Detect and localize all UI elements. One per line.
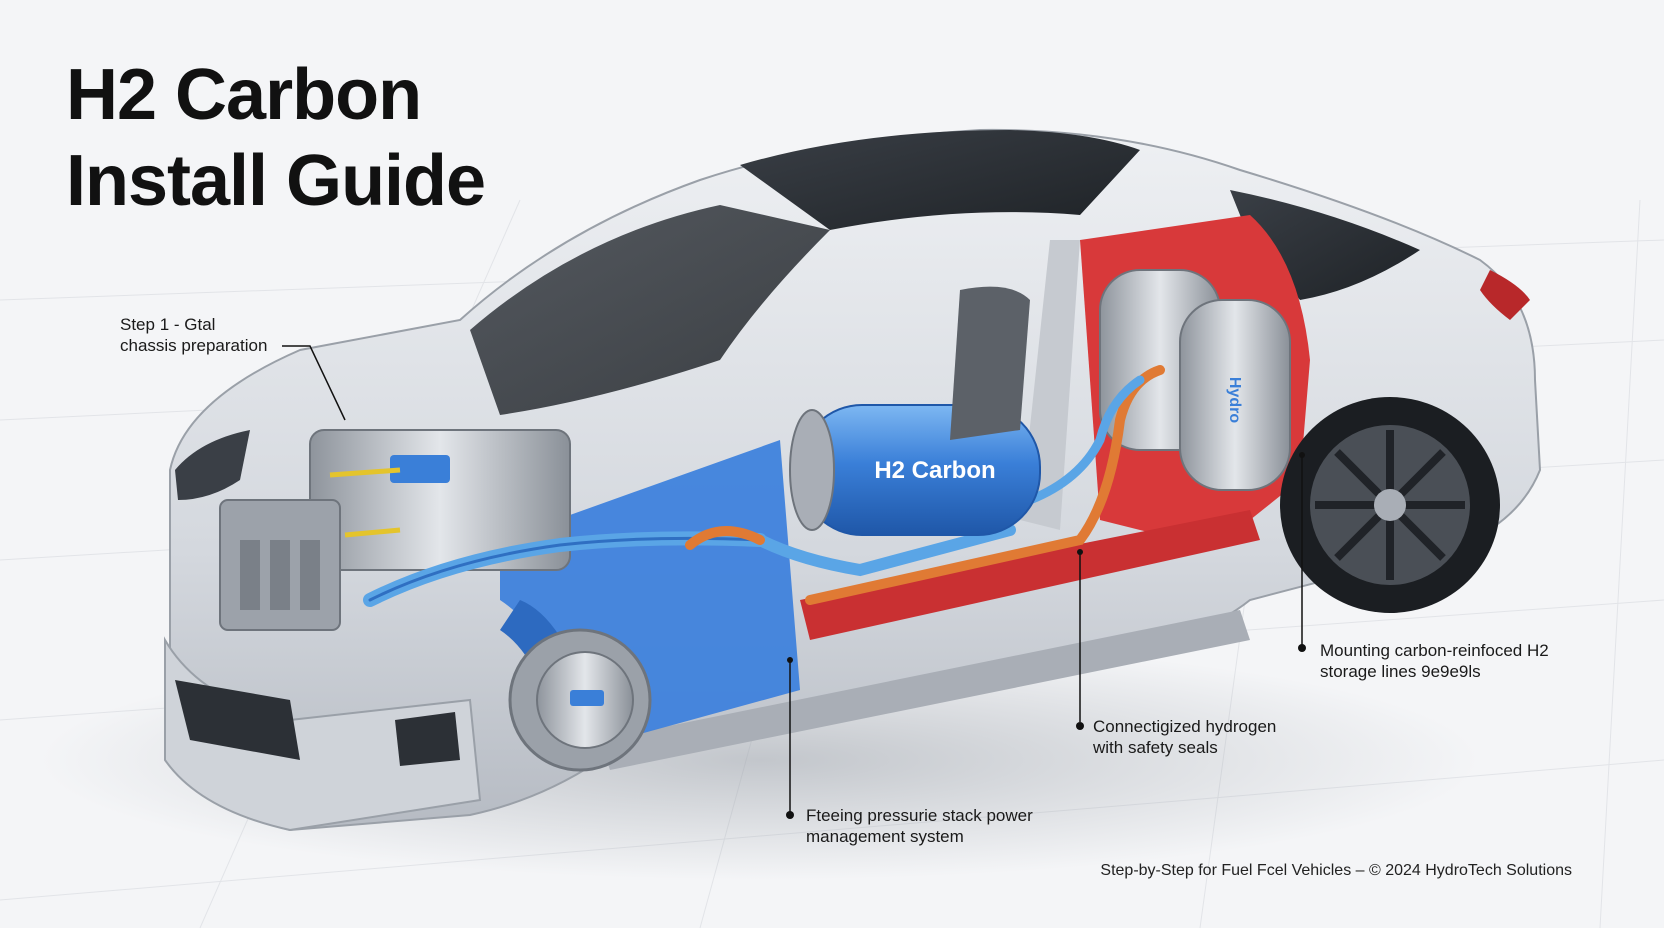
callout-power-management-line-1: Fteeing pressurie stack power — [806, 806, 1033, 825]
driver-seat — [950, 286, 1030, 440]
callout-hydrogen-seals-line-1: Connectigized hydrogen — [1093, 717, 1277, 736]
tank-label: H2 Carbon — [874, 457, 995, 484]
callout-hydrogen-seals-line-2: with safety seals — [1093, 738, 1218, 757]
fuel-cell-stack — [219, 429, 571, 631]
front-motor-hub — [508, 628, 652, 772]
callout-storage-lines-line-2: storage lines 9e9e9ls — [1320, 662, 1481, 681]
callout-leaders — [282, 345, 1303, 815]
rear-tank-label: Hydro — [1226, 377, 1243, 423]
callout-step-1-line-2: chassis preparation — [120, 336, 268, 355]
rear-hydrogen-tanks: Hydro — [1099, 269, 1291, 491]
rear-wheel — [1280, 397, 1500, 613]
title-line-1: H2 Carbon — [66, 55, 422, 135]
callout-step-1-line-1: Step 1 - Gtal — [120, 315, 216, 334]
footer-credit: Step-by-Step for Fuel Fcel Vehicles – © … — [1100, 862, 1572, 879]
page-title: H2 Carbon Install Guide — [66, 52, 486, 224]
title-line-2: Install Guide — [66, 141, 486, 221]
callout-dots — [786, 452, 1306, 819]
callout-hydrogen-seals: Connectigized hydrogen with safety seals — [1093, 716, 1276, 758]
callout-power-management-line-2: management system — [806, 827, 964, 846]
callout-step-1: Step 1 - Gtal chassis preparation — [120, 314, 267, 356]
callout-storage-lines: Mounting carbon-reinfoced H2 storage lin… — [1320, 640, 1549, 682]
hydrogen-lines — [363, 365, 1165, 607]
callout-power-management: Fteeing pressurie stack power management… — [806, 805, 1033, 847]
callout-storage-lines-line-1: Mounting carbon-reinfoced H2 — [1320, 641, 1549, 660]
central-h2-tank: H2 Carbon — [789, 404, 1041, 536]
